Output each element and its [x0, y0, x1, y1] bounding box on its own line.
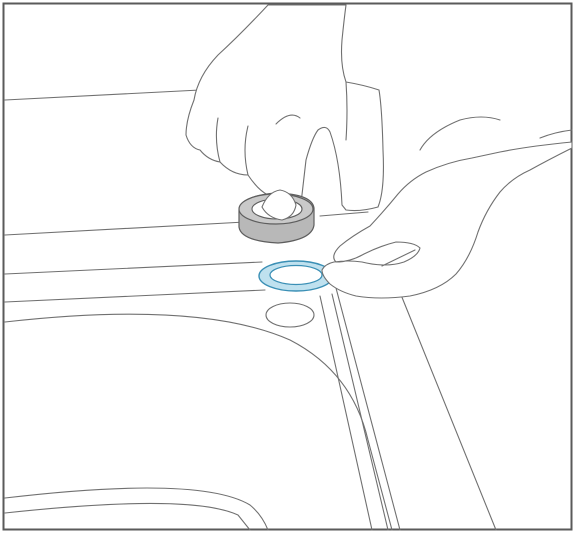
blue-ring-seal: [258, 260, 334, 292]
drain-hole: [265, 302, 315, 328]
sink-basin-outline: [4, 89, 497, 531]
pressing-hand: [185, 4, 384, 224]
gray-ring-seal: [238, 189, 315, 244]
holding-hand: [321, 116, 573, 299]
